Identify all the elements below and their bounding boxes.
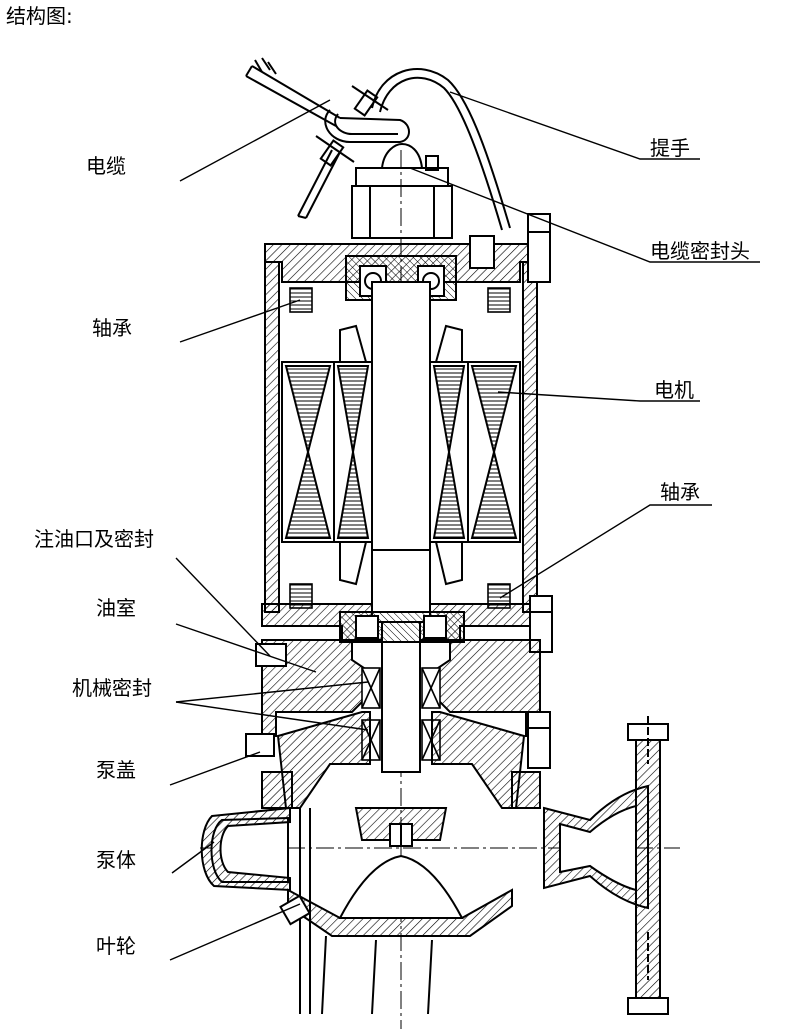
- motor-housing-graphic: [261, 213, 553, 653]
- label-pump-cover: 泵盖: [96, 758, 136, 782]
- leader-mech-seal-2: [175, 701, 369, 731]
- bearing-seat-bottom: [339, 611, 465, 643]
- shaft-graphic: [371, 281, 431, 773]
- leader-bearing-bottom: [499, 504, 712, 599]
- leader-oil-inlet: [175, 557, 271, 657]
- label-mechanical-seal: 机械密封: [72, 676, 152, 700]
- label-handle: 提手: [650, 136, 690, 160]
- label-bearing-bottom: 轴承: [660, 480, 700, 504]
- label-cable-seal-head: 电缆密封头: [650, 239, 750, 263]
- leader-cable: [179, 99, 331, 182]
- leader-pump-cover: [169, 751, 261, 786]
- label-motor: 电机: [654, 378, 694, 402]
- stator-graphic: [281, 361, 521, 543]
- leader-motor: [497, 391, 700, 402]
- diagram-heading: 结构图:: [6, 4, 73, 28]
- label-cable: 电缆: [86, 154, 126, 178]
- leader-oil-chamber: [175, 623, 317, 673]
- label-impeller: 叶轮: [96, 934, 136, 958]
- leader-lines: [169, 91, 760, 961]
- handle-graphic: [315, 68, 511, 231]
- leader-cable-seal-head: [409, 167, 760, 263]
- leader-mech-seal-1: [175, 681, 369, 703]
- pump-body-graphic: [200, 716, 669, 1015]
- leader-handle: [449, 91, 700, 160]
- cable-graphic: [245, 57, 341, 219]
- winding-end-turns: [289, 287, 511, 609]
- cable-seal-head-graphic: [351, 142, 453, 239]
- label-pump-body: 泵体: [96, 848, 136, 872]
- leader-impeller: [169, 903, 301, 961]
- rotor-graphic: [333, 324, 469, 586]
- leader-pump-body: [171, 841, 215, 874]
- label-bearing-top: 轴承: [92, 316, 132, 340]
- label-oil-inlet-seal: 注油口及密封: [34, 527, 154, 551]
- label-oil-chamber: 油室: [96, 596, 136, 620]
- impeller-graphic: [279, 807, 464, 1015]
- leader-bearing-top: [179, 299, 301, 343]
